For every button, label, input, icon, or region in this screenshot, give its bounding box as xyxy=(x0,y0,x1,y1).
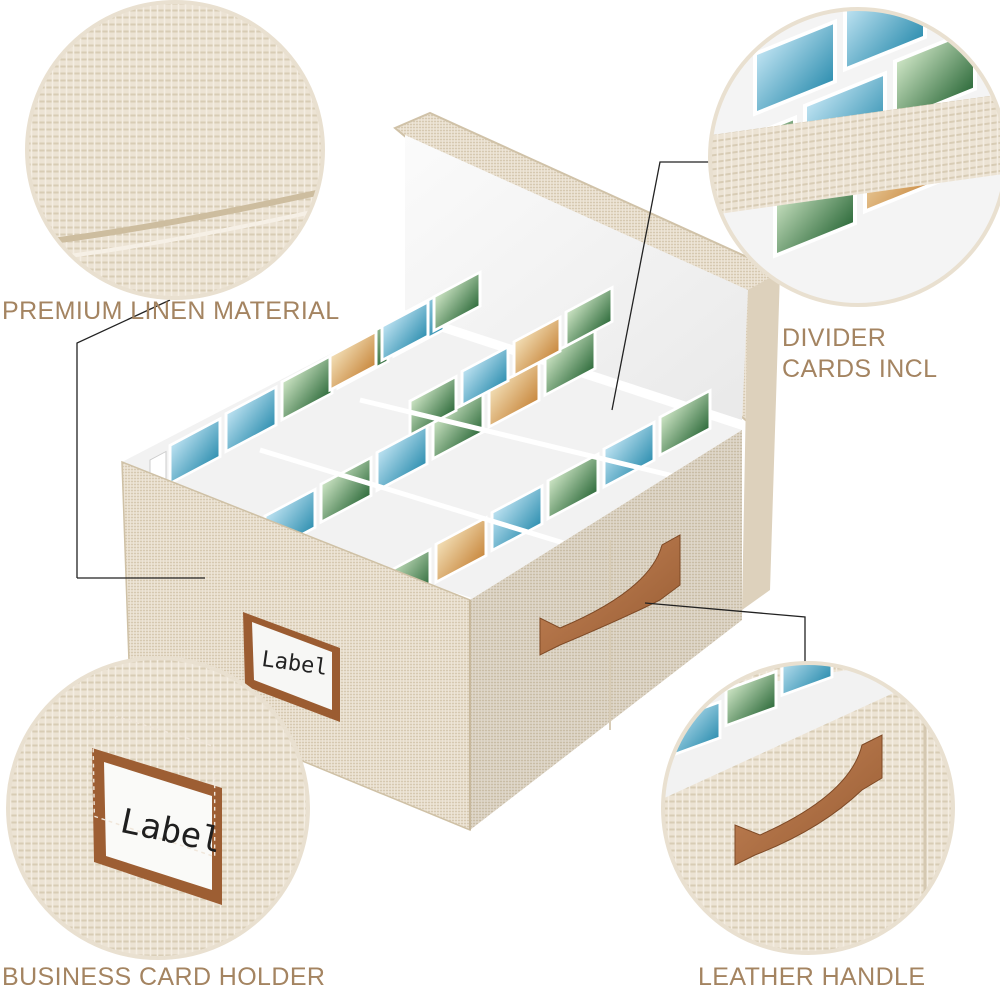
storage-box: Label xyxy=(121,111,782,832)
callout-business-card-holder: BUSINESS CARD HOLDER xyxy=(2,963,326,991)
zoom-linen-material xyxy=(25,0,325,300)
zoom-leather-handle xyxy=(661,661,955,955)
box-leather-handle xyxy=(539,534,681,656)
callout-premium-linen: PREMIUM LINEN MATERIAL xyxy=(2,297,340,325)
box-side-face xyxy=(470,430,742,830)
lid-side-edge xyxy=(742,272,780,610)
callout-divider-line2: CARDS INCL xyxy=(782,354,938,383)
zoom-card-holder: Label xyxy=(6,656,310,960)
callout-divider-cards: DIVIDER CARDS INCL xyxy=(782,323,937,384)
lid-inner-panel xyxy=(405,135,748,420)
handle-leader xyxy=(644,602,806,680)
box-label-holder: Label xyxy=(243,612,340,722)
photo-cards xyxy=(149,269,712,617)
linen-leader xyxy=(76,299,171,578)
zoom-divider-cards xyxy=(708,7,1000,307)
callout-leather-handle: LEATHER HANDLE xyxy=(698,963,926,991)
callout-divider-line1: DIVIDER xyxy=(782,324,887,352)
